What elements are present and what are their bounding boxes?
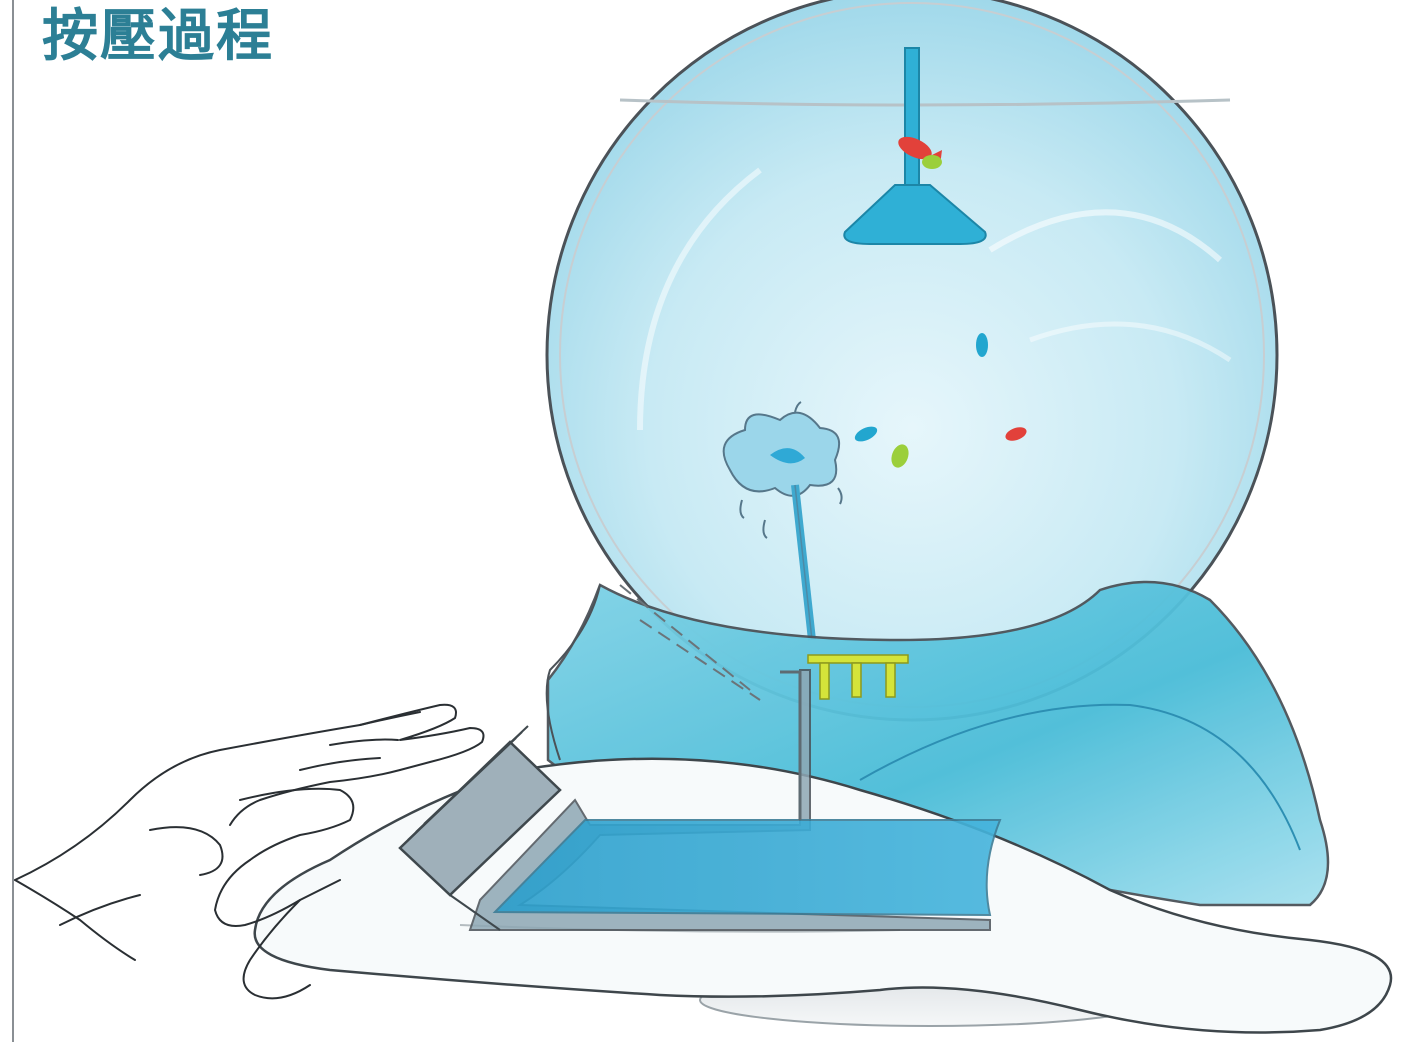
water-chamber (468, 669, 1002, 931)
hand-icon (14, 703, 485, 1000)
fishbowl-icon (545, 0, 1279, 722)
fountain-splash-icon (722, 401, 843, 641)
press-pad-icon (398, 725, 562, 931)
page-border-line (12, 0, 14, 1042)
pump-nozzle-icon (807, 654, 909, 700)
fish-icon (854, 136, 1027, 468)
page-title: 按壓過程 (42, 4, 274, 69)
